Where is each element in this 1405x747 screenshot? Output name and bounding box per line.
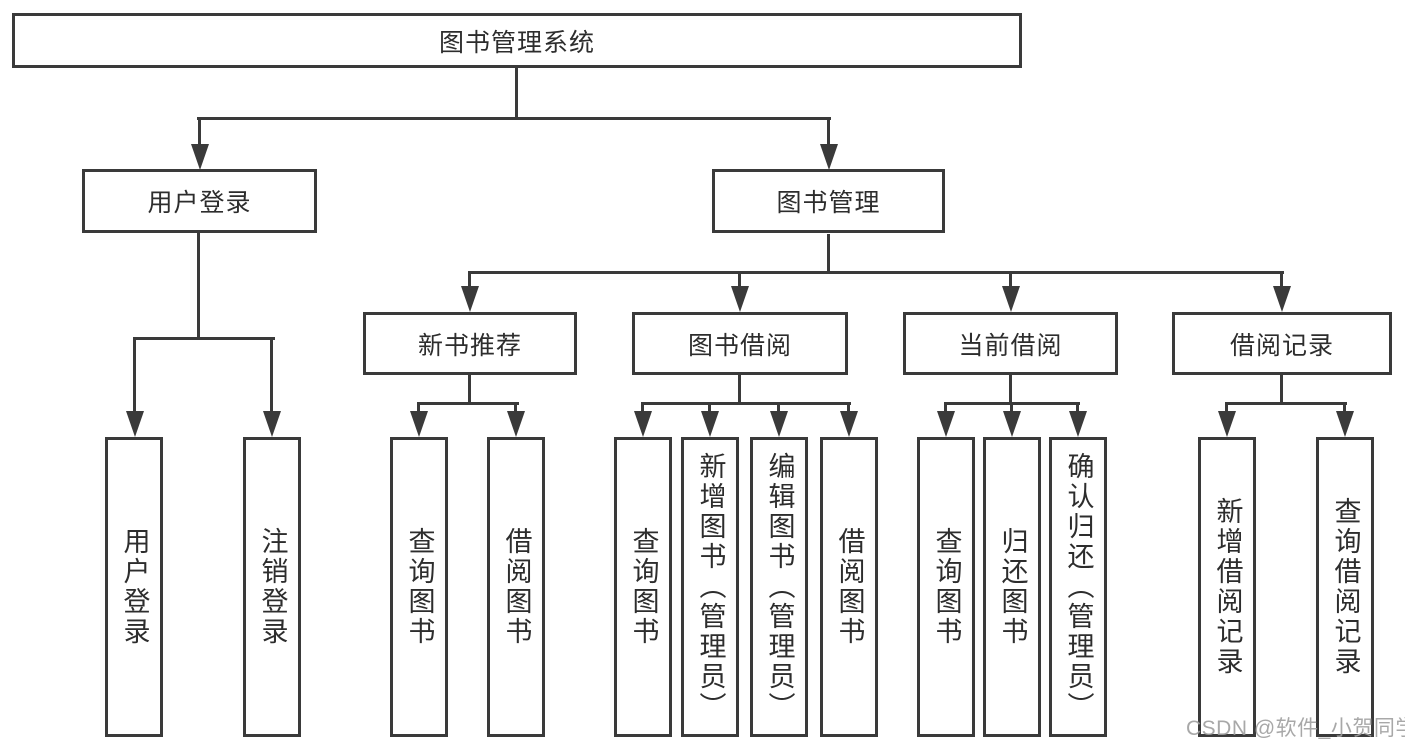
arrowhead-down-icon <box>461 286 479 312</box>
leaf-label: 查询图书 <box>404 527 435 647</box>
connector-line <box>1280 375 1283 405</box>
leaf-label: 新增图书（管理员） <box>695 452 726 722</box>
arrowhead-down-icon <box>819 144 838 170</box>
node-new-book-recommend: 新书推荐 <box>363 312 577 375</box>
connector-line <box>468 274 471 288</box>
node-root-library-system: 图书管理系统 <box>12 13 1022 68</box>
arrowhead-down-icon <box>731 286 749 312</box>
leaf-edit-book-admin: 编辑图书（管理员） <box>750 437 808 737</box>
arrowhead-down-icon <box>634 411 652 437</box>
leaf-label: 新增借阅记录 <box>1212 497 1243 677</box>
node-current-borrow: 当前借阅 <box>903 312 1118 375</box>
leaf-query-borrow-record: 查询借阅记录 <box>1316 437 1374 737</box>
arrowhead-down-icon <box>1001 286 1020 312</box>
arrowhead-down-icon <box>937 411 955 437</box>
leaf-user-login: 用户登录 <box>105 437 163 737</box>
arrowhead-down-icon <box>1003 411 1021 437</box>
node-label: 当前借阅 <box>958 331 1063 360</box>
arrowhead-down-icon <box>840 411 858 437</box>
connector-line <box>1280 274 1283 288</box>
connector-line <box>827 120 830 148</box>
arrowhead-down-icon <box>507 411 525 437</box>
arrowhead-down-icon <box>701 411 719 437</box>
connector-line <box>417 402 519 405</box>
connector-line <box>468 271 1284 274</box>
connector-line <box>641 402 851 405</box>
node-user-login: 用户登录 <box>82 169 317 233</box>
node-borrow-records: 借阅记录 <box>1172 312 1392 375</box>
leaf-label: 注销登录 <box>257 527 288 647</box>
node-label: 图书管理 <box>776 189 881 217</box>
leaf-return-books: 归还图书 <box>983 437 1041 737</box>
arrowhead-down-icon <box>1069 411 1087 437</box>
connector-line <box>468 375 471 405</box>
leaf-borrow-books-recommend: 借阅图书 <box>487 437 545 737</box>
node-label: 借阅记录 <box>1229 331 1334 360</box>
arrowhead-down-icon <box>190 144 209 170</box>
leaf-label: 归还图书 <box>997 527 1028 647</box>
connector-line <box>197 117 831 120</box>
leaf-query-books-recommend: 查询图书 <box>390 437 448 737</box>
leaf-label: 用户登录 <box>119 527 150 647</box>
leaf-query-books-borrow: 查询图书 <box>614 437 672 737</box>
leaf-borrow-books: 借阅图书 <box>820 437 878 737</box>
csdn-watermark: CSDN @软件_小贺同学 <box>1186 717 1405 740</box>
arrowhead-down-icon <box>410 411 428 437</box>
connector-line <box>738 274 741 288</box>
connector-line <box>198 120 201 148</box>
leaf-confirm-return-admin: 确认归还（管理员） <box>1049 437 1107 737</box>
connector-line <box>514 405 517 415</box>
node-book-borrow: 图书借阅 <box>632 312 848 375</box>
node-label: 用户登录 <box>147 189 252 217</box>
connector-line <box>417 405 420 415</box>
node-label: 新书推荐 <box>417 331 522 360</box>
arrowhead-down-icon <box>1336 411 1354 437</box>
connector-line <box>738 375 741 405</box>
leaf-logout: 注销登录 <box>243 437 301 737</box>
connector-line <box>133 340 136 414</box>
arrowhead-down-icon <box>770 411 788 437</box>
connector-line <box>1225 402 1347 405</box>
node-label: 图书借阅 <box>687 331 792 360</box>
connector-line <box>944 402 1080 405</box>
connector-line <box>708 405 711 415</box>
leaf-label: 编辑图书（管理员） <box>764 452 795 722</box>
connector-line <box>1009 375 1012 405</box>
connector-line <box>197 233 200 340</box>
connector-line <box>777 405 780 415</box>
connector-line <box>641 405 644 415</box>
leaf-add-borrow-record: 新增借阅记录 <box>1198 437 1256 737</box>
connector-line <box>847 405 850 415</box>
arrowhead-down-icon <box>1273 286 1291 312</box>
leaf-label: 确认归还（管理员） <box>1063 452 1094 722</box>
connector-line <box>1225 405 1228 415</box>
node-label: 图书管理系统 <box>438 28 595 57</box>
connector-line <box>1010 405 1013 415</box>
arrowhead-down-icon <box>125 411 144 437</box>
leaf-label: 借阅图书 <box>501 527 532 647</box>
leaf-label: 查询图书 <box>931 527 962 647</box>
connector-line <box>1343 405 1346 415</box>
leaf-label: 借阅图书 <box>834 527 865 647</box>
connector-line <box>515 68 518 120</box>
leaf-add-book-admin: 新增图书（管理员） <box>681 437 739 737</box>
connector-line <box>1009 274 1012 288</box>
connector-line <box>1076 405 1079 415</box>
leaf-query-books-current: 查询图书 <box>917 437 975 737</box>
node-book-management: 图书管理 <box>712 169 945 233</box>
arrowhead-down-icon <box>1218 411 1236 437</box>
connector-line <box>270 340 273 414</box>
leaf-label: 查询图书 <box>628 527 659 647</box>
connector-line <box>944 405 947 415</box>
arrowhead-down-icon <box>263 411 281 437</box>
connector-line <box>827 234 830 274</box>
leaf-label: 查询借阅记录 <box>1330 497 1361 677</box>
connector-line <box>133 337 275 340</box>
